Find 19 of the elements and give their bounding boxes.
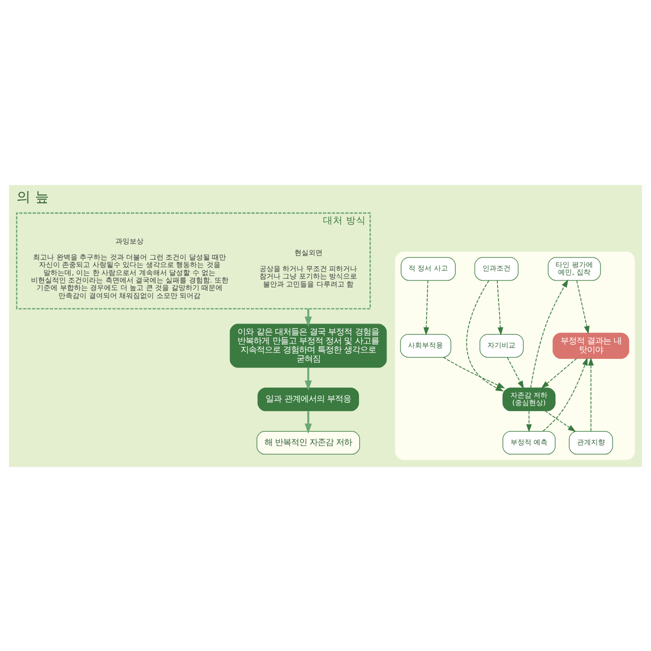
arrow xyxy=(423,280,430,335)
node-box: 일과 관계에서의 부적응 xyxy=(258,387,359,411)
arrow xyxy=(576,280,590,334)
arrow xyxy=(526,410,532,432)
arrow xyxy=(541,358,577,388)
arrow xyxy=(544,410,576,432)
node-box: 이와 같은 대처들은 결국 부정적 경험을 반복하게 만들고 부정적 정서 및 사고를 지속적으로 경험하며 특정한 생각으로 굳혀짐 xyxy=(230,323,387,368)
arrow xyxy=(507,356,524,388)
arrow xyxy=(304,410,312,434)
node-box: 해 반복적인 자존감 저하 xyxy=(256,430,360,454)
arrow xyxy=(542,356,588,432)
diagram-title: 의 늪 xyxy=(16,188,50,205)
arrow xyxy=(530,278,568,388)
cluster xyxy=(395,251,635,460)
arrow xyxy=(496,280,504,335)
arrow xyxy=(442,356,506,388)
arrow xyxy=(304,367,312,390)
node-box: 부정적 결과는 내 탓이야 xyxy=(552,332,630,358)
arrow xyxy=(588,356,594,431)
